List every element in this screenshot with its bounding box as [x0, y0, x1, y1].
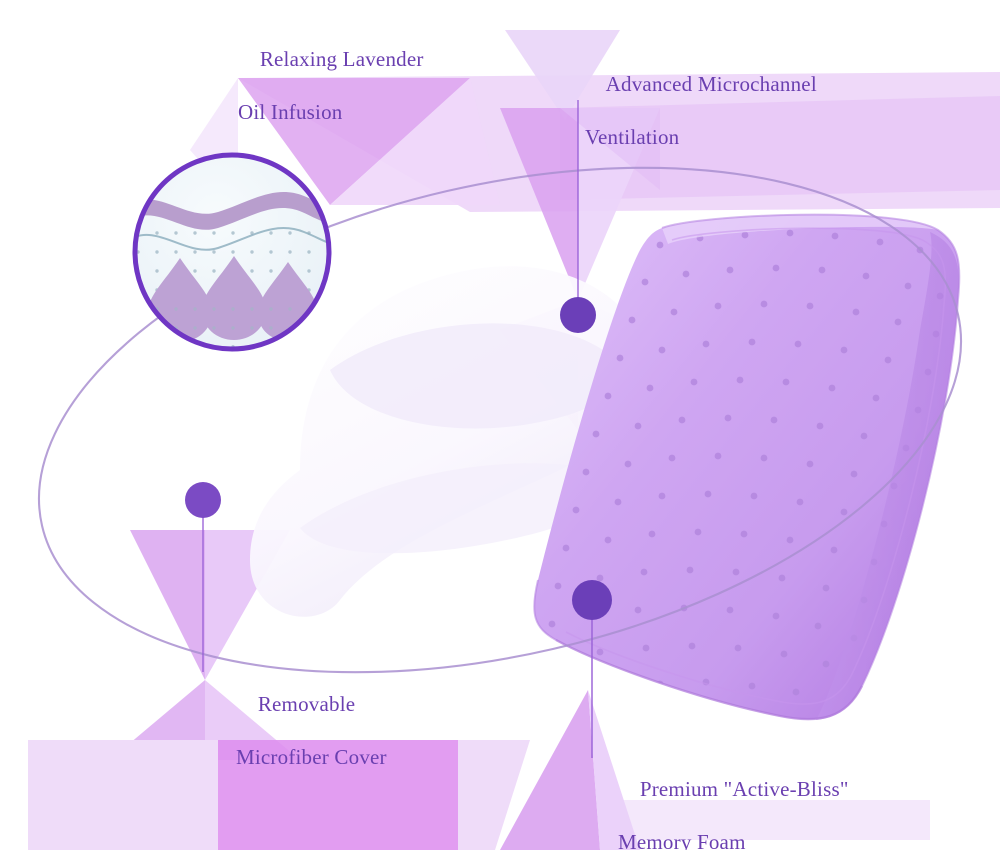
microfiber-cover-fold: [330, 323, 621, 429]
deco-tri-bottom-b: [500, 690, 600, 850]
deco-triangle-mid-1: [505, 30, 620, 120]
wave-thin-barrier: [135, 227, 329, 251]
detail-dot-grid-lower: [135, 296, 329, 349]
deco-triangle-tl-1: [238, 78, 470, 205]
deco-triangle-r-1: [560, 108, 660, 190]
pillow-seam-outer: [533, 213, 961, 721]
marker-dot-cover[interactable]: [185, 482, 221, 518]
swoosh-ellipse: [37, 166, 963, 674]
deco-triangle-bow-tl: [500, 108, 578, 300]
marker-dot-ventilation[interactable]: [560, 297, 596, 333]
pillow-body: [534, 214, 960, 720]
deco-rect-bottom-pale: [28, 740, 218, 850]
deco-band-top-right-b: [560, 96, 1000, 200]
pillow-top-highlight: [662, 214, 938, 244]
marker-dot-memory-foam[interactable]: [572, 580, 612, 620]
wave-thick-lavender: [135, 192, 329, 230]
deco-tri-bottom-a: [458, 740, 530, 850]
deco-rect-bottom-right: [620, 800, 930, 840]
deco-triangle-bl-top-l: [130, 530, 205, 680]
pillow-bottom-edge: [555, 638, 864, 721]
microfiber-cover-fold-2: [300, 463, 619, 554]
detail-circle-border: [132, 152, 332, 352]
deco-triangle-tl-2: [330, 78, 500, 205]
pillow-seam-inner: [565, 227, 947, 705]
pillow-side-gusset: [816, 232, 959, 720]
ventilation-dots: [548, 229, 944, 696]
deco-rect-bottom-mid: [218, 740, 458, 850]
